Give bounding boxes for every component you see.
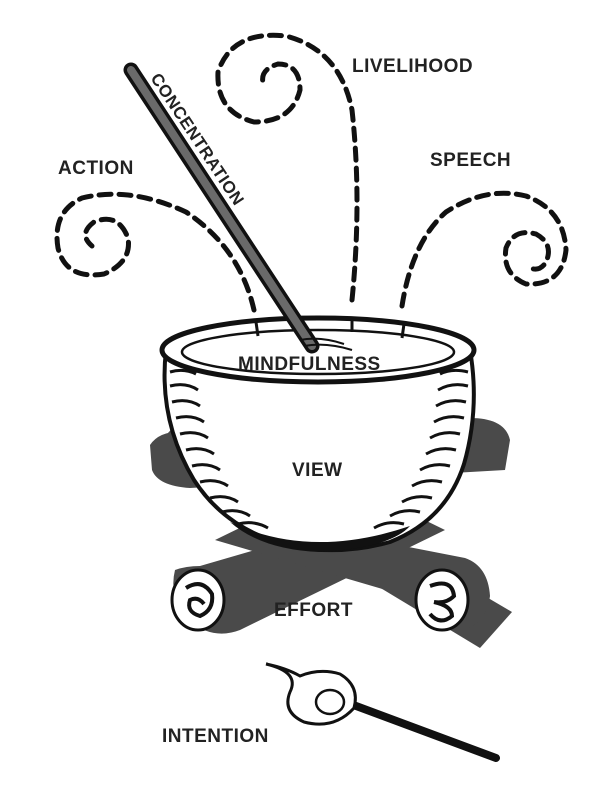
label-view: VIEW bbox=[292, 460, 343, 481]
steam-speech-icon bbox=[399, 190, 569, 309]
label-concentration: CONCENTRATION bbox=[147, 70, 248, 209]
label-livelihood: LIVELIHOOD bbox=[352, 56, 473, 77]
log-end-right-icon bbox=[414, 568, 470, 632]
match-flame-icon bbox=[265, 662, 500, 762]
stirring-stick-icon bbox=[123, 62, 353, 354]
log-end-left-icon bbox=[170, 568, 226, 632]
label-speech: SPEECH bbox=[430, 150, 511, 171]
label-action: ACTION bbox=[58, 158, 134, 179]
steam-action-icon bbox=[54, 191, 257, 313]
label-effort: EFFORT bbox=[274, 600, 353, 621]
label-mindfulness: MINDFULNESS bbox=[238, 354, 381, 375]
steam-livelihood-icon bbox=[215, 32, 360, 303]
steam-swirl-icon bbox=[54, 32, 569, 313]
label-intention: INTENTION bbox=[162, 726, 269, 747]
match-head-icon bbox=[314, 688, 346, 716]
